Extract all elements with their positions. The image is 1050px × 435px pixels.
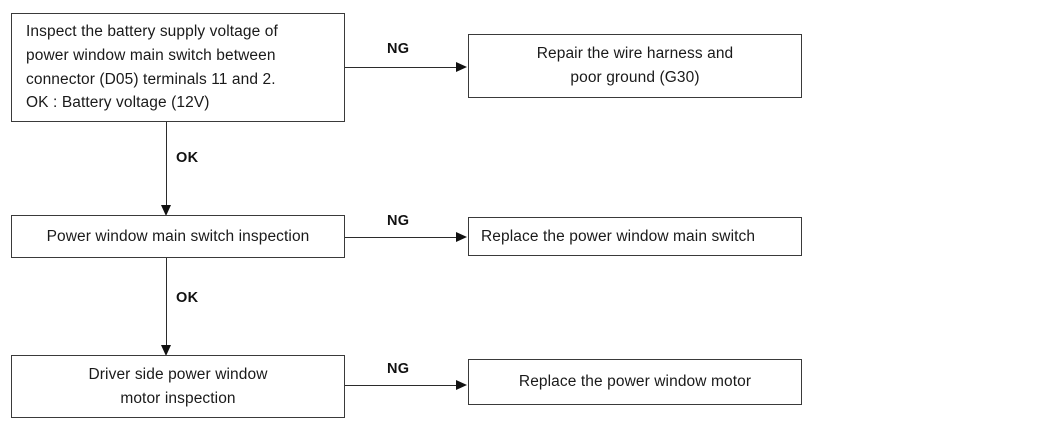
- connector-line-ng-3: [345, 385, 458, 386]
- arrowhead-right-icon: [456, 380, 467, 390]
- flow-node-text: Power window main switch inspection: [46, 227, 310, 245]
- flow-node-text: Repair the wire harness and poor ground …: [536, 45, 734, 86]
- connector-line-ok-1: [166, 122, 167, 206]
- flow-node-text: Driver side power window motor inspectio…: [88, 365, 268, 407]
- arrowhead-down-icon: [161, 345, 171, 356]
- flow-node-text: Replace the power window main switch: [481, 227, 756, 245]
- arrowhead-right-icon: [456, 232, 467, 242]
- arrowhead-right-icon: [456, 62, 467, 72]
- connector-line-ng-2: [345, 237, 458, 238]
- flow-node-repair-wire-harness[interactable]: Repair the wire harness and poor ground …: [468, 34, 802, 98]
- edge-label-ok-2: OK: [176, 290, 199, 306]
- flow-node-motor-inspection[interactable]: Driver side power window motor inspectio…: [11, 355, 345, 418]
- edge-label-ng-2: NG: [387, 213, 410, 229]
- arrowhead-down-icon: [161, 205, 171, 216]
- connector-line-ng-1: [345, 67, 458, 68]
- flow-node-replace-main-switch[interactable]: Replace the power window main switch: [468, 217, 802, 256]
- flow-node-main-switch-inspection[interactable]: Power window main switch inspection: [11, 215, 345, 258]
- connector-line-ok-2: [166, 258, 167, 346]
- flow-node-text: Replace the power window motor: [518, 373, 752, 391]
- flow-node-replace-motor[interactable]: Replace the power window motor: [468, 359, 802, 405]
- edge-label-ng-3: NG: [387, 361, 410, 377]
- flow-node-inspect-battery-voltage[interactable]: Inspect the battery supply voltage of po…: [11, 13, 345, 122]
- flow-node-text: Inspect the battery supply voltage of po…: [26, 23, 278, 112]
- edge-label-ok-1: OK: [176, 150, 199, 166]
- edge-label-ng-1: NG: [387, 41, 410, 57]
